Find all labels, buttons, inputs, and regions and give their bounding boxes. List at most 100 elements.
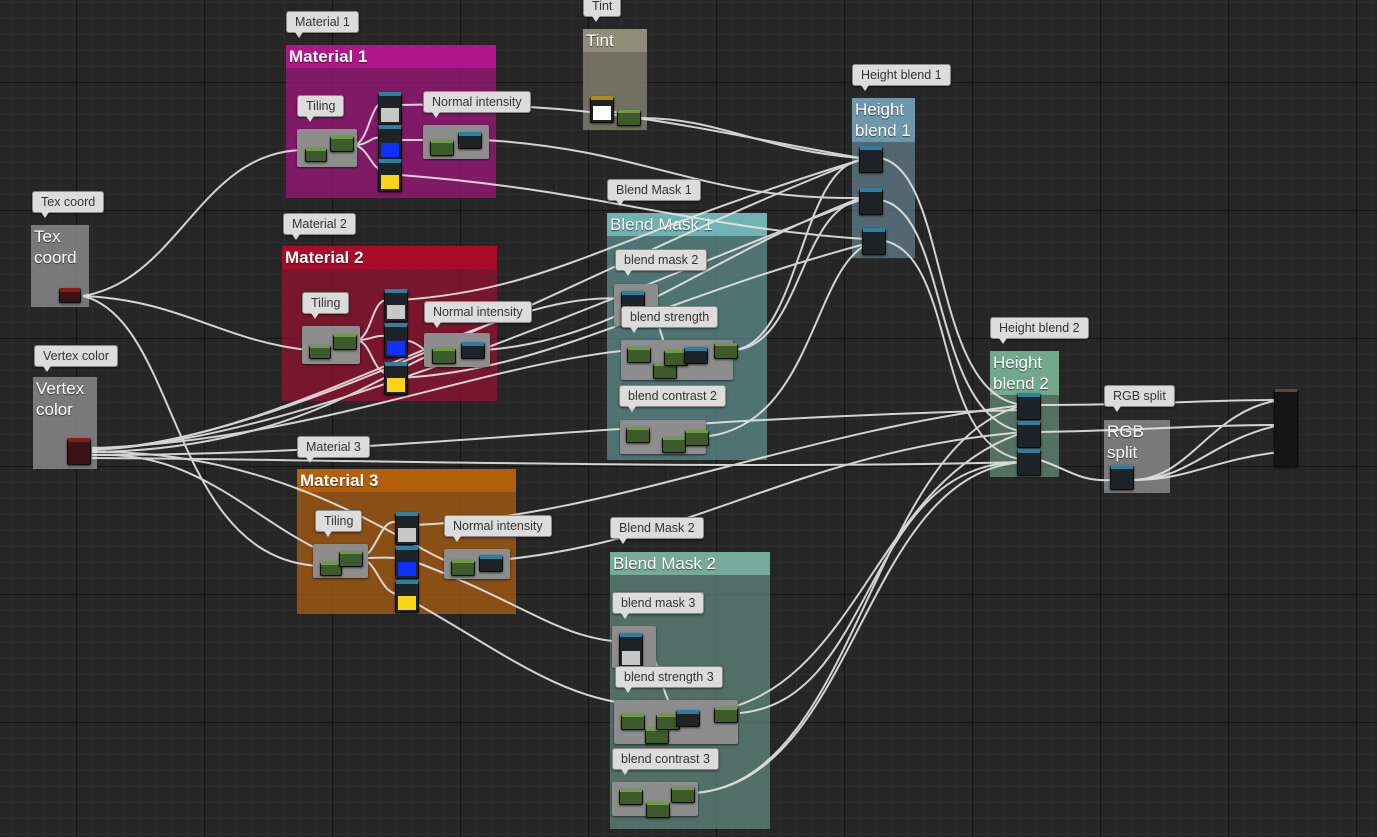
- tag-material-2[interactable]: Material 2: [283, 213, 356, 240]
- texture-sample-height[interactable]: [378, 159, 402, 192]
- normal-output-node[interactable]: [458, 132, 482, 149]
- wire: [1131, 399, 1281, 481]
- wire: [1131, 424, 1281, 481]
- tag-normal-intensity[interactable]: Normal intensity: [423, 91, 531, 118]
- comment-title: Material 3: [297, 469, 516, 492]
- wire: [82, 149, 306, 297]
- comment-title: Tex coord: [34, 227, 77, 267]
- tag-tint[interactable]: Tint: [583, 0, 622, 22]
- blend-power-node[interactable]: [645, 728, 669, 744]
- texture-sample-albedo[interactable]: [384, 289, 408, 322]
- tag-blend-mask-1[interactable]: Blend Mask 1: [607, 179, 701, 206]
- tag-height-blend-2[interactable]: Height blend 2: [990, 317, 1089, 344]
- height-lerp-node[interactable]: [859, 146, 883, 173]
- tag-height-blend-1[interactable]: Height blend 1: [852, 64, 951, 91]
- normal-lerp-node[interactable]: [432, 348, 456, 364]
- multiply-node[interactable]: [320, 562, 342, 576]
- height-lerp-node[interactable]: [862, 228, 886, 255]
- wire: [91, 199, 861, 451]
- swatch: [381, 108, 399, 122]
- texcoord-multiply-node[interactable]: [333, 334, 357, 350]
- blend-contrast-multiply-node[interactable]: [646, 802, 670, 818]
- swatch: [398, 596, 416, 610]
- blend-contrast-node[interactable]: [619, 789, 643, 805]
- normal-lerp-node[interactable]: [451, 560, 475, 576]
- blend-contrast-multiply-node[interactable]: [662, 437, 686, 453]
- blend-clamp-node[interactable]: [684, 347, 708, 364]
- wire: [91, 351, 441, 453]
- normal-output-node[interactable]: [461, 342, 485, 359]
- wire: [1131, 451, 1281, 481]
- height-lerp-node[interactable]: [1017, 421, 1041, 448]
- blend-strength-node[interactable]: [621, 714, 645, 730]
- swatch: [387, 378, 405, 392]
- tag-blend-contrast[interactable]: blend contrast 2: [619, 385, 726, 412]
- normal-output-node[interactable]: [479, 555, 503, 572]
- wire: [879, 157, 1026, 406]
- texture-sample-albedo[interactable]: [378, 92, 402, 125]
- wire: [734, 199, 861, 351]
- tag-vertex-color[interactable]: Vertex color: [34, 345, 119, 372]
- tag-material-3[interactable]: Material 3: [297, 436, 370, 463]
- blend-clamp-node[interactable]: [676, 710, 700, 727]
- tag-rgb-split[interactable]: RGB split: [1104, 385, 1175, 412]
- material-output-node[interactable]: [1274, 389, 1298, 467]
- wire: [484, 197, 861, 351]
- blend-output-node[interactable]: [714, 343, 738, 359]
- multiply-node[interactable]: [305, 148, 327, 162]
- texture-sample-height[interactable]: [384, 362, 408, 395]
- tag-normal-intensity[interactable]: Normal intensity: [424, 301, 532, 328]
- height-lerp-node[interactable]: [859, 188, 883, 215]
- wire: [91, 297, 633, 451]
- blend-contrast-node[interactable]: [626, 427, 650, 443]
- wire: [639, 117, 861, 159]
- blend-mask-texture-node[interactable]: [619, 633, 643, 668]
- wire: [699, 431, 1026, 714]
- tag-blend-strength[interactable]: blend strength 3: [615, 666, 723, 693]
- swatch: [387, 305, 405, 319]
- tag-normal-intensity[interactable]: Normal intensity: [444, 515, 552, 542]
- tag-material-1[interactable]: Material 1: [286, 11, 359, 38]
- tex-coord-node[interactable]: [59, 288, 81, 303]
- blend-output-node[interactable]: [714, 707, 738, 723]
- texture-sample-normal[interactable]: [395, 546, 419, 579]
- wire: [694, 404, 1026, 794]
- wire: [484, 139, 861, 200]
- blend-strength-node[interactable]: [627, 347, 651, 363]
- tint-color-node[interactable]: [590, 96, 614, 123]
- texture-sample-normal[interactable]: [384, 323, 408, 358]
- tag-blend-mask[interactable]: blend mask 2: [615, 249, 708, 276]
- texture-sample-albedo[interactable]: [395, 512, 419, 545]
- tag-blend-contrast[interactable]: blend contrast 3: [612, 748, 719, 775]
- vertex-color-node[interactable]: [67, 438, 91, 465]
- wire: [499, 431, 1026, 561]
- tag-tex-coord[interactable]: Tex coord: [32, 191, 105, 218]
- tag-tiling[interactable]: Tiling: [302, 292, 350, 319]
- tag-blend-strength[interactable]: blend strength: [621, 306, 719, 333]
- texcoord-multiply-node[interactable]: [339, 551, 363, 567]
- comment-title: Height blend 1: [852, 98, 915, 142]
- height-lerp-node[interactable]: [1017, 393, 1041, 420]
- blend-contrast-output-node[interactable]: [671, 787, 695, 803]
- wire: [399, 174, 881, 241]
- wire: [409, 599, 641, 706]
- texture-sample-normal[interactable]: [378, 125, 402, 160]
- tag-blend-mask[interactable]: blend mask 3: [612, 592, 705, 619]
- texture-sample-height[interactable]: [395, 580, 419, 613]
- swatch: [381, 143, 399, 157]
- normal-lerp-node[interactable]: [430, 140, 454, 156]
- tint-multiply-node[interactable]: [617, 110, 641, 126]
- wire: [357, 339, 388, 375]
- wire: [82, 295, 308, 351]
- comment-title: Height blend 2: [990, 351, 1059, 395]
- rgb-split-node[interactable]: [1110, 465, 1134, 490]
- tag-tiling[interactable]: Tiling: [297, 95, 345, 122]
- multiply-node[interactable]: [309, 345, 331, 359]
- tag-tiling[interactable]: Tiling: [315, 510, 363, 537]
- height-lerp-node[interactable]: [1017, 449, 1041, 476]
- blend-contrast-output-node[interactable]: [685, 430, 709, 446]
- wire: [1039, 424, 1281, 433]
- tag-blend-mask-2[interactable]: Blend Mask 2: [610, 517, 704, 544]
- texcoord-multiply-node[interactable]: [330, 136, 354, 152]
